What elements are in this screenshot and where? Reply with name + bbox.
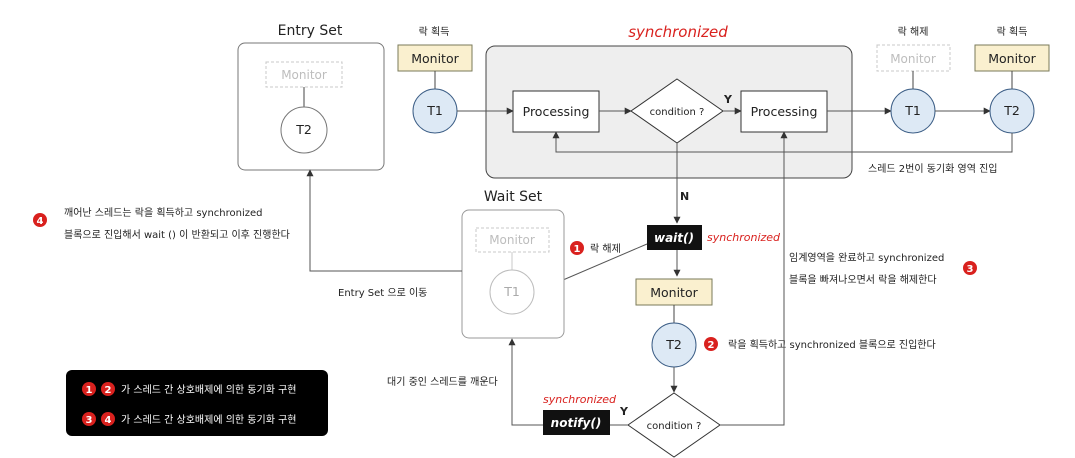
lower-monitor-box xyxy=(635,278,713,306)
right-monitor-acquired-label: Monitor xyxy=(988,51,1036,66)
condition-no-label: N xyxy=(680,190,689,203)
step1-text: 락 해제 xyxy=(590,242,621,255)
entry-set-thread-t2 xyxy=(280,106,328,154)
left-lock-acquire-caption: 락 획득 xyxy=(419,26,450,38)
right-monitor-released-label: Monitor xyxy=(890,52,936,66)
entry-set-title: Entry Set xyxy=(278,23,343,39)
step3-line1: 임계영역을 완료하고 synchronized xyxy=(789,251,944,264)
legend-row2-badge-a xyxy=(82,412,96,426)
move-to-entry-set-caption: Entry Set 으로 이동 xyxy=(338,287,427,299)
entry-set-thread-label: T2 xyxy=(295,122,312,137)
step4-line2: 블록으로 진입해서 wait () 이 반환되고 이후 진행한다 xyxy=(64,228,290,241)
left-monitor-label: Monitor xyxy=(411,51,459,66)
legend-row2-text: 가 스레드 간 상호배제에 의한 동기화 구현 xyxy=(121,414,296,426)
step1-number: 1 xyxy=(574,244,581,255)
wait-set-thread-t1 xyxy=(489,269,535,315)
processing-left-label: Processing xyxy=(523,104,590,119)
wait-set-thread-label: T1 xyxy=(503,284,520,299)
step2-number: 2 xyxy=(708,340,715,351)
condition-yes-label: Y xyxy=(723,93,733,106)
notify-yes-label: Y xyxy=(619,405,629,418)
legend-row2-badge-b xyxy=(101,412,115,426)
entry-set-monitor-label: Monitor xyxy=(281,68,327,82)
legend-row1-badge-a xyxy=(82,382,96,396)
legend-box xyxy=(66,370,328,436)
lower-condition-diamond xyxy=(627,392,721,458)
entry-set-monitor-ghost xyxy=(265,61,343,88)
lower-monitor-label: Monitor xyxy=(650,285,698,300)
wake-thread-caption: 대기 중인 스레드를 깨운다 xyxy=(387,376,498,388)
wait-method-box xyxy=(647,225,702,250)
step3-number: 3 xyxy=(967,264,974,275)
legend-row1-num-b: 2 xyxy=(105,385,112,396)
condition-label: condition ? xyxy=(650,107,705,118)
wait-synchronized-label: synchronized xyxy=(707,231,781,244)
lower-thread-t2-label: T2 xyxy=(665,337,682,352)
processing-right-label: Processing xyxy=(751,104,818,119)
left-monitor-box xyxy=(397,44,473,72)
step4-line1: 깨어난 스레드는 락을 획득하고 synchronized xyxy=(64,206,263,219)
wait-set-monitor-label: Monitor xyxy=(489,233,535,247)
right-thread-t1-label: T1 xyxy=(904,103,921,118)
step1-badge xyxy=(570,241,584,255)
notify-method-box xyxy=(543,410,610,435)
step2-text: 락을 획득하고 synchronized 블록으로 진입한다 xyxy=(728,338,936,351)
right-thread-t2-label: T2 xyxy=(1003,103,1020,118)
left-thread-label: T1 xyxy=(426,103,443,118)
legend-row1-num-a: 1 xyxy=(86,385,93,396)
wait-method-label: wait() xyxy=(654,231,694,245)
legend-row2-num-b: 4 xyxy=(105,415,112,426)
lower-condition-label: condition ? xyxy=(647,421,702,432)
legend-row1-text: 가 스레드 간 상호배제에 의한 동기화 구현 xyxy=(121,384,296,396)
legend-row2-num-a: 3 xyxy=(86,415,93,426)
wait-set-title: Wait Set xyxy=(484,189,543,205)
processing-left-box xyxy=(512,90,600,133)
step4-badge xyxy=(33,213,47,227)
step3-badge xyxy=(963,261,977,275)
synchronized-title: synchronized xyxy=(628,23,728,41)
notify-synchronized-label: synchronized xyxy=(543,393,617,406)
wait-set-monitor-ghost xyxy=(475,227,550,253)
step3-line2: 블록을 빠져나오면서 락을 해제한다 xyxy=(789,273,937,286)
legend-row1-badge-b xyxy=(101,382,115,396)
notify-method-label: notify() xyxy=(551,416,602,430)
thread2-enters-caption: 스레드 2번이 동기화 영역 진입 xyxy=(868,162,997,175)
right-lock-release-caption: 락 해제 xyxy=(898,25,929,38)
step4-number: 4 xyxy=(37,216,44,227)
step2-badge xyxy=(704,337,718,351)
right-monitor-released xyxy=(876,44,951,72)
right-lock-acquire-caption: 락 획득 xyxy=(997,26,1028,38)
